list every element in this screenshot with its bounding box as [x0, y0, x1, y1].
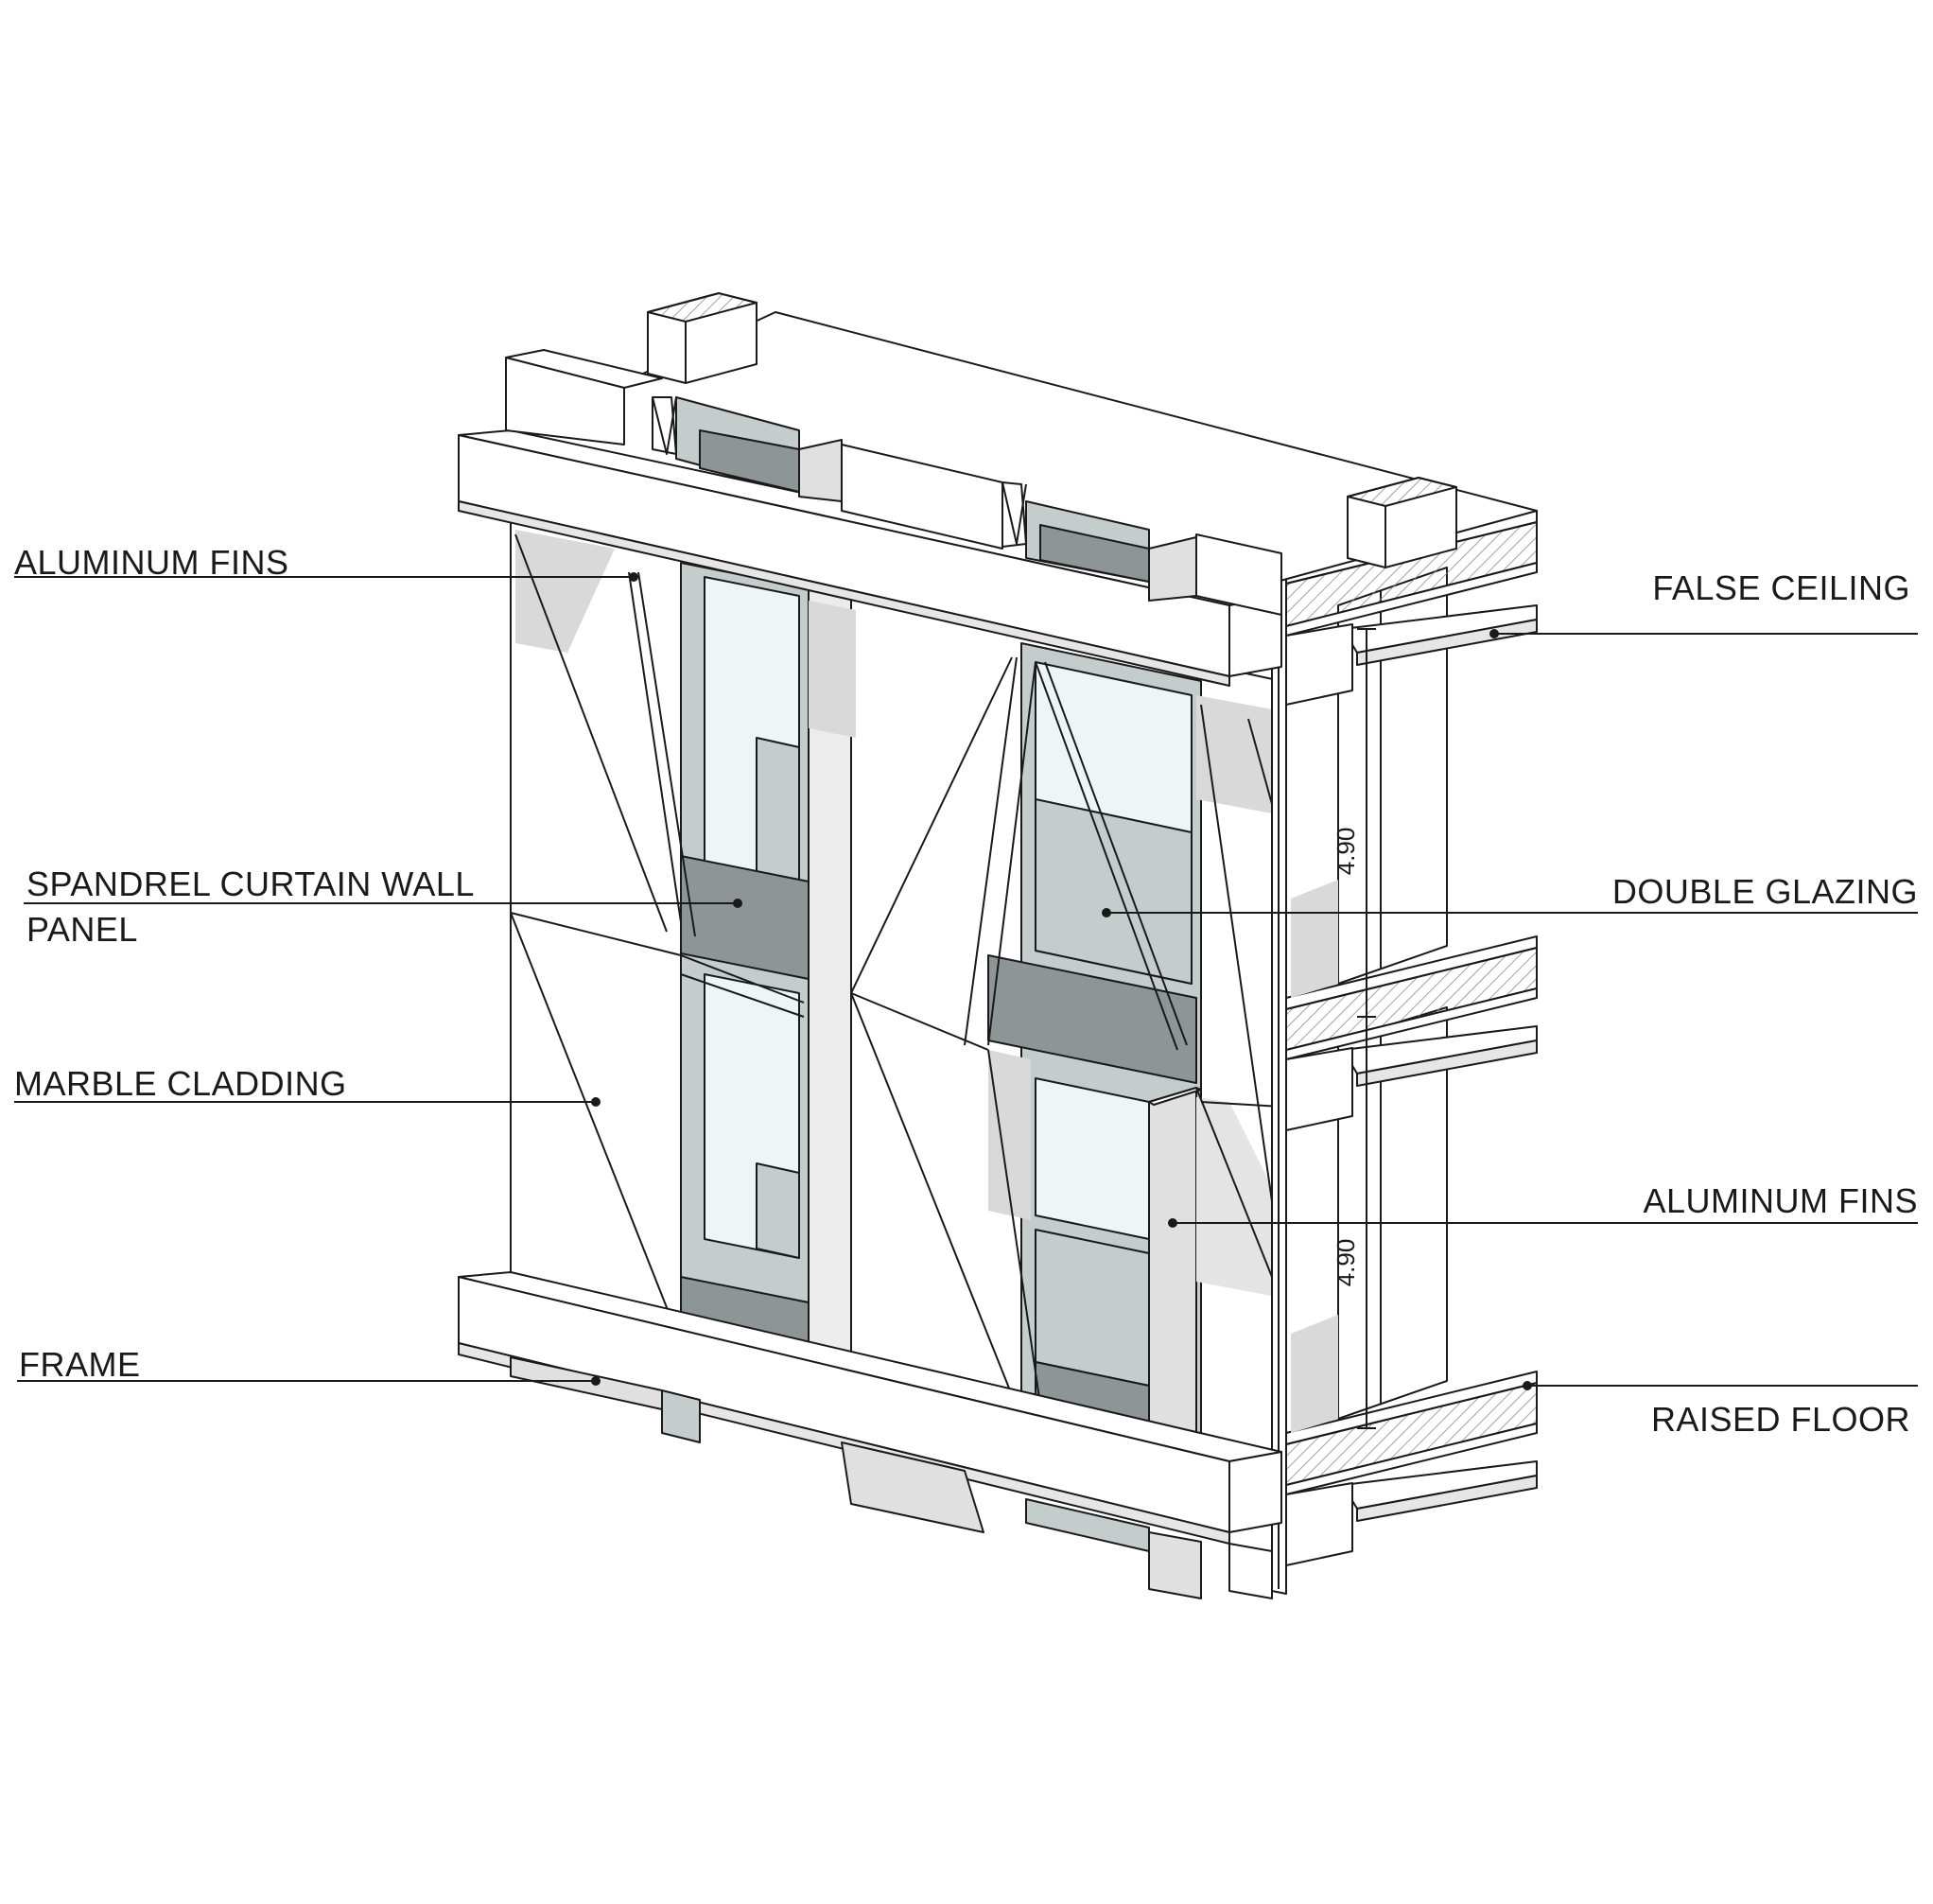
label-frame: FRAME [19, 1345, 141, 1384]
label-double-glazing: DOUBLE GLAZING [1611, 872, 1918, 911]
dimension-lower: 4.90 [1332, 1239, 1360, 1287]
pier-right [1148, 1087, 1197, 1476]
label-panel: PANEL [26, 910, 138, 949]
facade-wall [510, 515, 1287, 1595]
label-aluminum-fins-right: ALUMINUM FINS [1643, 1181, 1918, 1220]
leader-lines [14, 572, 1918, 1390]
label-marble-cladding: MARBLE CLADDING [14, 1064, 347, 1103]
label-spandrel-curtain-wall: SPANDREL CURTAIN WALL [26, 865, 475, 903]
dimension-upper: 4.90 [1332, 828, 1360, 876]
roof-unit-left [647, 292, 758, 384]
bottom-cornice [458, 1271, 1282, 1599]
slab-sections [1285, 510, 1538, 1566]
spandrel-panel-right [987, 954, 1197, 1084]
roof-unit-right [1347, 477, 1457, 568]
marble-cladding-facets [510, 533, 1282, 1406]
top-cornice [458, 292, 1538, 687]
label-false-ceiling: FALSE CEILING [1652, 568, 1910, 607]
label-aluminum-fins-left: ALUMINUM FINS [14, 543, 289, 582]
label-raised-floor: RAISED FLOOR [1650, 1400, 1910, 1439]
